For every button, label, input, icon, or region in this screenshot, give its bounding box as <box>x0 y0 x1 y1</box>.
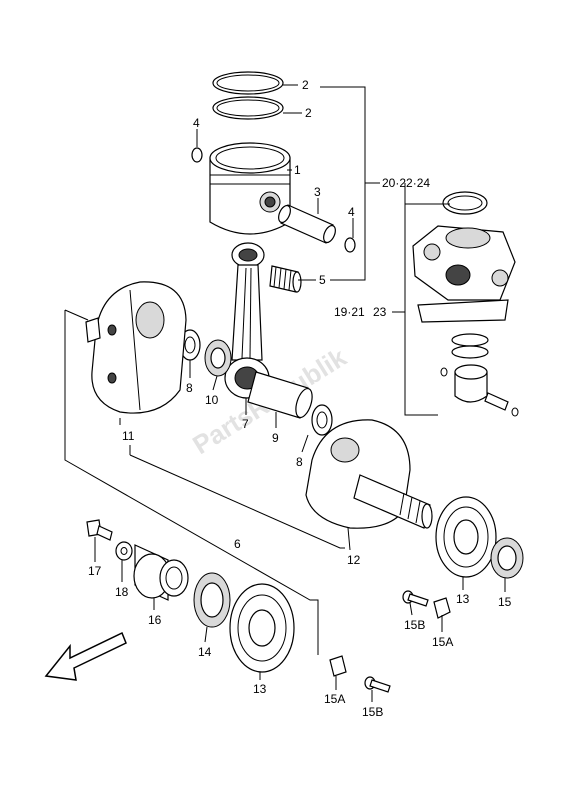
callout-12: 12 <box>347 553 361 567</box>
callout-20-22-24: 20·22·24 <box>382 176 430 190</box>
leader-lines <box>64 84 506 702</box>
small-end-needle-bearing[interactable] <box>269 265 302 293</box>
piston-pin-clip-right[interactable] <box>344 237 356 253</box>
callout-7: 7 <box>242 417 249 431</box>
cylinder-piston-rings[interactable] <box>451 333 489 359</box>
front-direction-arrow <box>44 631 127 681</box>
crankshaft-bearing-left[interactable] <box>229 583 295 673</box>
primary-drive-gear[interactable] <box>133 544 189 601</box>
callout-23: 23 <box>373 305 387 319</box>
callout-8-left: 8 <box>186 381 193 395</box>
oil-seal-left[interactable] <box>193 572 231 628</box>
crankshaft-left[interactable] <box>85 281 187 414</box>
callout-15a-right: 15A <box>432 635 453 649</box>
bearing-retainer-bolt-right[interactable] <box>402 590 429 607</box>
oil-seal-right[interactable] <box>490 537 524 579</box>
bearing-retainer-plate-left[interactable] <box>329 655 347 677</box>
cylinder[interactable] <box>412 225 516 323</box>
primary-gear-bolt[interactable] <box>86 519 113 541</box>
callout-15b-right: 15B <box>404 618 425 632</box>
callout-18: 18 <box>115 585 129 599</box>
callout-17: 17 <box>88 564 102 578</box>
bearing-retainer-bolt-left[interactable] <box>364 676 391 693</box>
big-end-needle-bearing[interactable] <box>204 339 232 377</box>
piston-pin[interactable] <box>276 204 337 245</box>
primary-gear-washer[interactable] <box>115 541 133 561</box>
piston[interactable] <box>209 142 291 235</box>
cylinder-piston-pin[interactable] <box>484 392 519 417</box>
callout-19-21: 19·21 <box>334 305 365 319</box>
callout-3: 3 <box>314 185 321 199</box>
piston-pin-clip-left[interactable] <box>191 147 203 163</box>
callout-15: 15 <box>498 595 512 609</box>
callout-9: 9 <box>272 431 279 445</box>
bearing-retainer-plate-right[interactable] <box>433 597 451 619</box>
callout-2-top: 2 <box>302 78 309 92</box>
callout-14: 14 <box>198 645 212 659</box>
callout-16: 16 <box>148 613 162 627</box>
thrust-washer-right[interactable] <box>311 404 333 436</box>
callout-4-left: 4 <box>193 116 200 130</box>
callout-4-right: 4 <box>348 205 355 219</box>
crankshaft-bearing-right[interactable] <box>435 496 497 578</box>
callout-5: 5 <box>319 273 326 287</box>
crankshaft-right[interactable] <box>305 419 433 529</box>
callout-10: 10 <box>205 393 219 407</box>
callout-15a-left: 15A <box>324 692 345 706</box>
callout-1: 1 <box>294 163 301 177</box>
callout-13-right: 13 <box>456 592 470 606</box>
cylinder-piston[interactable] <box>440 364 488 403</box>
callout-15b-left: 15B <box>362 705 383 719</box>
piston-ring-top[interactable] <box>212 71 284 95</box>
callout-8-right: 8 <box>296 455 303 469</box>
callout-6: 6 <box>234 537 241 551</box>
callout-11: 11 <box>122 429 135 443</box>
cylinder-head-gasket[interactable] <box>442 191 488 215</box>
callout-13-left: 13 <box>253 682 267 696</box>
callout-2-second: 2 <box>305 106 312 120</box>
connecting-rod[interactable] <box>224 242 270 399</box>
piston-ring-second[interactable] <box>212 96 284 120</box>
crank-pin[interactable] <box>247 371 315 419</box>
